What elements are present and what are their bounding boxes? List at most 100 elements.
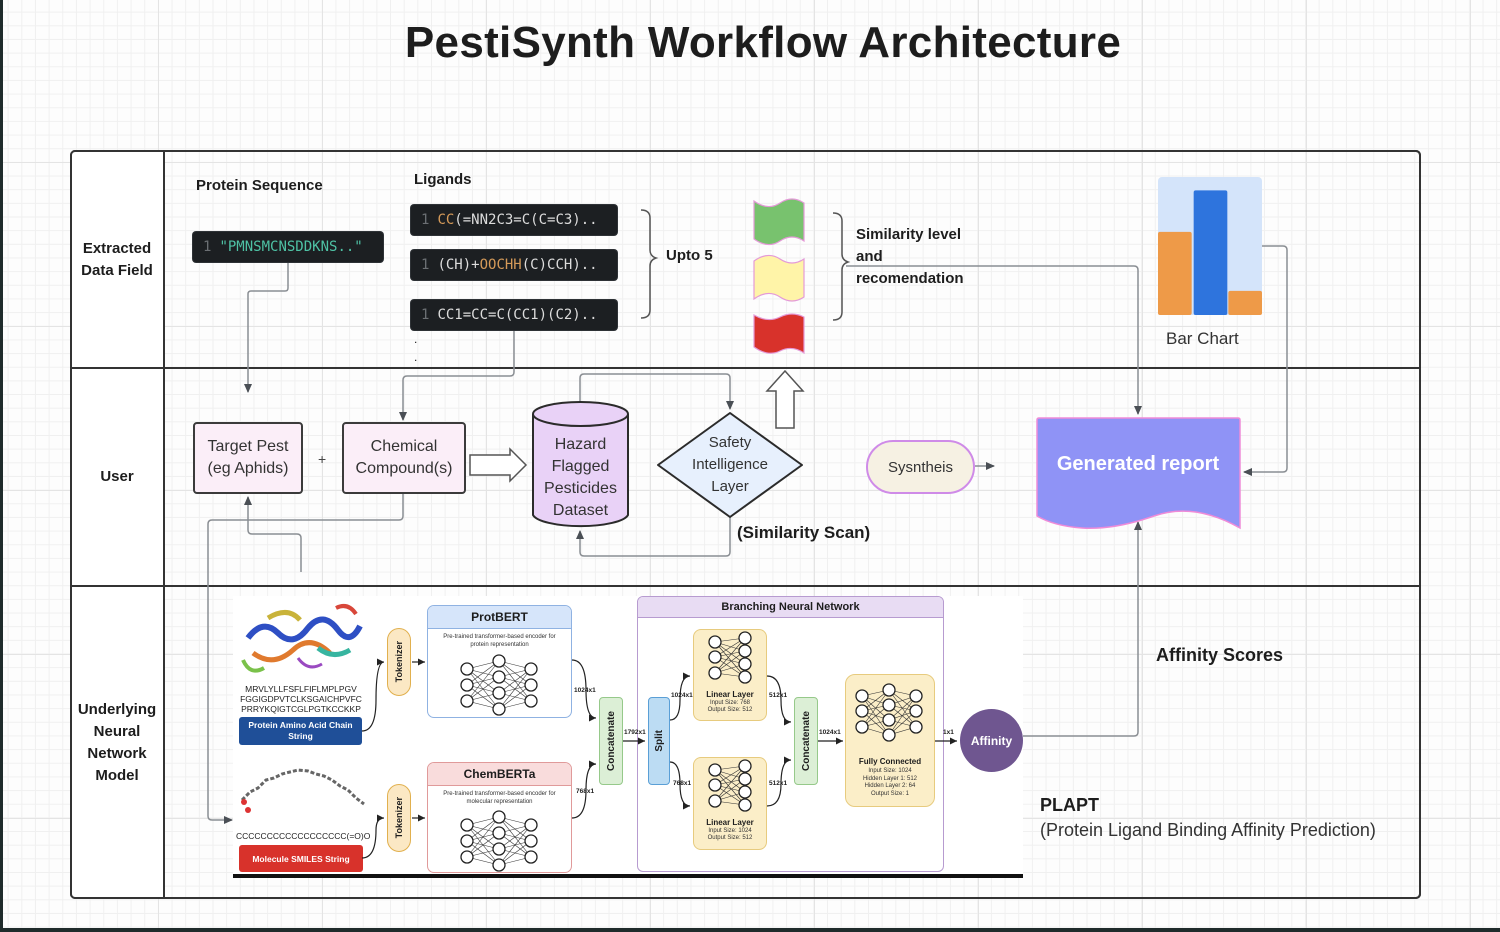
report-document-shape bbox=[1036, 417, 1241, 530]
dataset-cylinder bbox=[532, 401, 629, 528]
ligand-code-block: 1 CC(=NN2C3=C(C=C3).. bbox=[411, 205, 617, 235]
tokenizer-label: Tokenizer bbox=[394, 641, 404, 683]
ligands-ellipsis: . . bbox=[414, 332, 418, 364]
bar-chart-icon bbox=[1158, 177, 1262, 315]
fc-detail: Input Size: 1024 bbox=[868, 768, 912, 774]
concatenate-block: Concatenate bbox=[599, 697, 623, 785]
tokenizer-protein: Tokenizer bbox=[387, 628, 411, 696]
dim-label: 768x1 bbox=[673, 780, 692, 787]
bar-1 bbox=[1193, 190, 1228, 315]
fully-connected-block: Fully Connected Input Size: 1024 Hidden … bbox=[845, 674, 935, 807]
similarity-flags bbox=[753, 198, 805, 355]
flag-hazard-icon bbox=[753, 313, 805, 355]
protbert-desc: Pre-trained transformer-based encoder fo… bbox=[443, 634, 556, 648]
ligand-value: CC1=CC=C(CC1)(C2).. bbox=[437, 307, 598, 323]
lane-label-extracted: Extracted Data Field bbox=[81, 240, 153, 279]
linear-layer-detail: Input Size: 1024 bbox=[708, 828, 752, 834]
upto-label: Upto 5 bbox=[666, 247, 713, 264]
line-number: 1 bbox=[203, 239, 212, 255]
bar-2 bbox=[1228, 290, 1262, 315]
sequence-line: MRVLYLLFSFLFIFLMPLPGV bbox=[245, 684, 357, 694]
ligand-code-block: 1 (CH)+OOCHH(C)CCH).. bbox=[411, 250, 617, 280]
dim-label: 512x1 bbox=[769, 780, 788, 787]
window-edge-bottom bbox=[0, 928, 1500, 932]
ligand-highlight: OOCHH bbox=[479, 257, 522, 273]
figure-underline bbox=[233, 874, 1023, 878]
smiles-chip: Molecule SMILES String bbox=[239, 845, 363, 872]
bar-0 bbox=[1158, 231, 1192, 315]
ligand-rest: (C)CCH).. bbox=[521, 257, 598, 273]
arrow-right-icon bbox=[469, 447, 528, 483]
fc-detail: Hidden Layer 1: 512 bbox=[862, 775, 918, 782]
ligand-rest: (=NN2C3=C(C=C3).. bbox=[454, 212, 598, 228]
branching-network-title: Branching Neural Network bbox=[638, 597, 943, 618]
dim-label: 768x1 bbox=[576, 788, 595, 795]
dim-label: 1024x1 bbox=[671, 692, 693, 699]
linear-layer-detail: Output Size: 512 bbox=[707, 835, 753, 841]
dim-label: 1024x1 bbox=[574, 687, 596, 694]
concatenate-label: Concatenate bbox=[800, 710, 812, 771]
affinity-scores-label: Affinity Scores bbox=[1156, 645, 1284, 665]
branching-network-container: Branching Neural Network bbox=[637, 596, 944, 872]
chemberta-desc: Pre-trained transformer-based encoder fo… bbox=[443, 791, 556, 805]
diagram-title: PestiSynth Workflow Architecture bbox=[404, 18, 1122, 67]
protein-sequence-value: "PMNSMCNSDDKNS.." bbox=[219, 239, 363, 255]
synthesis-node[interactable]: Sysntheis bbox=[866, 440, 975, 494]
generated-report-node[interactable]: Generated report bbox=[1056, 452, 1220, 475]
concatenate-label: Concatenate bbox=[605, 710, 617, 771]
line-number: 1 bbox=[421, 212, 430, 228]
protbert-block: ProtBERT Pre-trained transformer-based e… bbox=[427, 605, 572, 718]
safety-diamond bbox=[657, 412, 803, 518]
molecule-structure-icon bbox=[240, 768, 365, 813]
lane-label-model: Underlying Neural Network Model bbox=[77, 701, 157, 784]
lane-label-user: User bbox=[100, 468, 134, 485]
linear-layer-title: Linear Layer bbox=[706, 690, 754, 699]
tokenizer-label: Tokenizer bbox=[394, 797, 404, 839]
dim-label: 1024x1 bbox=[819, 729, 841, 736]
sequence-line: FGGIGDPVTCLKSGAICHPVFC bbox=[240, 694, 362, 704]
protein-code-block: 1 "PMNSMCNSDDKNS.." bbox=[193, 232, 383, 262]
linear-layer-detail: Input Size: 768 bbox=[709, 700, 751, 706]
flag-safe-icon bbox=[753, 198, 805, 246]
ligand-prefix: (CH)+ bbox=[437, 257, 480, 273]
tokenizer-molecule: Tokenizer bbox=[387, 784, 411, 852]
bar-chart-label: Bar Chart bbox=[1166, 329, 1239, 348]
fc-detail: Hidden Layer 2: 64 bbox=[864, 783, 916, 789]
dim-label: 512x1 bbox=[769, 692, 788, 699]
smiles-text: CCCCCCCCCCCCCCCCCC(=O)O bbox=[236, 831, 371, 841]
fc-detail: Output Size: 1 bbox=[870, 790, 910, 797]
linear-layer-detail: Output Size: 512 bbox=[707, 707, 753, 713]
concatenate-block-2: Concatenate bbox=[794, 697, 818, 785]
line-number: 1 bbox=[421, 257, 430, 273]
protein-structure-icon bbox=[241, 604, 363, 673]
similarity-label: Similarity level and recomendation bbox=[856, 226, 964, 287]
window-edge-left bbox=[0, 0, 3, 932]
protbert-title: ProtBERT bbox=[428, 606, 571, 629]
hazard-dataset-node[interactable]: Hazard Flagged Pesticides Dataset bbox=[544, 436, 617, 519]
target-pest-node[interactable]: Target Pest (eg Aphids) bbox=[193, 422, 303, 494]
sequence-line: PRRYKQIGTCGLPGTKCCKKP bbox=[241, 704, 361, 714]
protein-sequence-heading: Protein Sequence bbox=[196, 177, 323, 194]
split-label: Split bbox=[653, 730, 665, 752]
arrow-up-icon bbox=[765, 369, 805, 429]
chemberta-title: ChemBERTa bbox=[428, 763, 571, 786]
plus-sign: + bbox=[318, 451, 327, 467]
split-block: Split bbox=[648, 697, 670, 785]
plapt-title: PLAPT bbox=[1040, 795, 1100, 815]
chemical-compound-node[interactable]: Chemical Compound(s) bbox=[342, 422, 466, 494]
similarity-scan-label: (Similarity Scan) bbox=[737, 523, 871, 542]
chemberta-block: ChemBERTa Pre-trained transformer-based … bbox=[427, 762, 572, 873]
plapt-subtitle: (Protein Ligand Binding Affinity Predict… bbox=[1040, 820, 1376, 840]
dim-label: 1x1 bbox=[943, 729, 954, 736]
safety-intelligence-node[interactable]: Safety Intelligence Layer bbox=[692, 434, 768, 495]
fully-connected-title: Fully Connected bbox=[858, 757, 922, 766]
dim-label: 1792x1 bbox=[624, 729, 646, 736]
affinity-output-node[interactable]: Affinity bbox=[960, 709, 1023, 772]
line-number: 1 bbox=[421, 307, 430, 323]
ligand-highlight: CC bbox=[437, 212, 455, 228]
flag-caution-icon bbox=[753, 254, 805, 302]
ligand-code-block: 1 CC1=CC=C(CC1)(C2).. bbox=[411, 300, 617, 330]
